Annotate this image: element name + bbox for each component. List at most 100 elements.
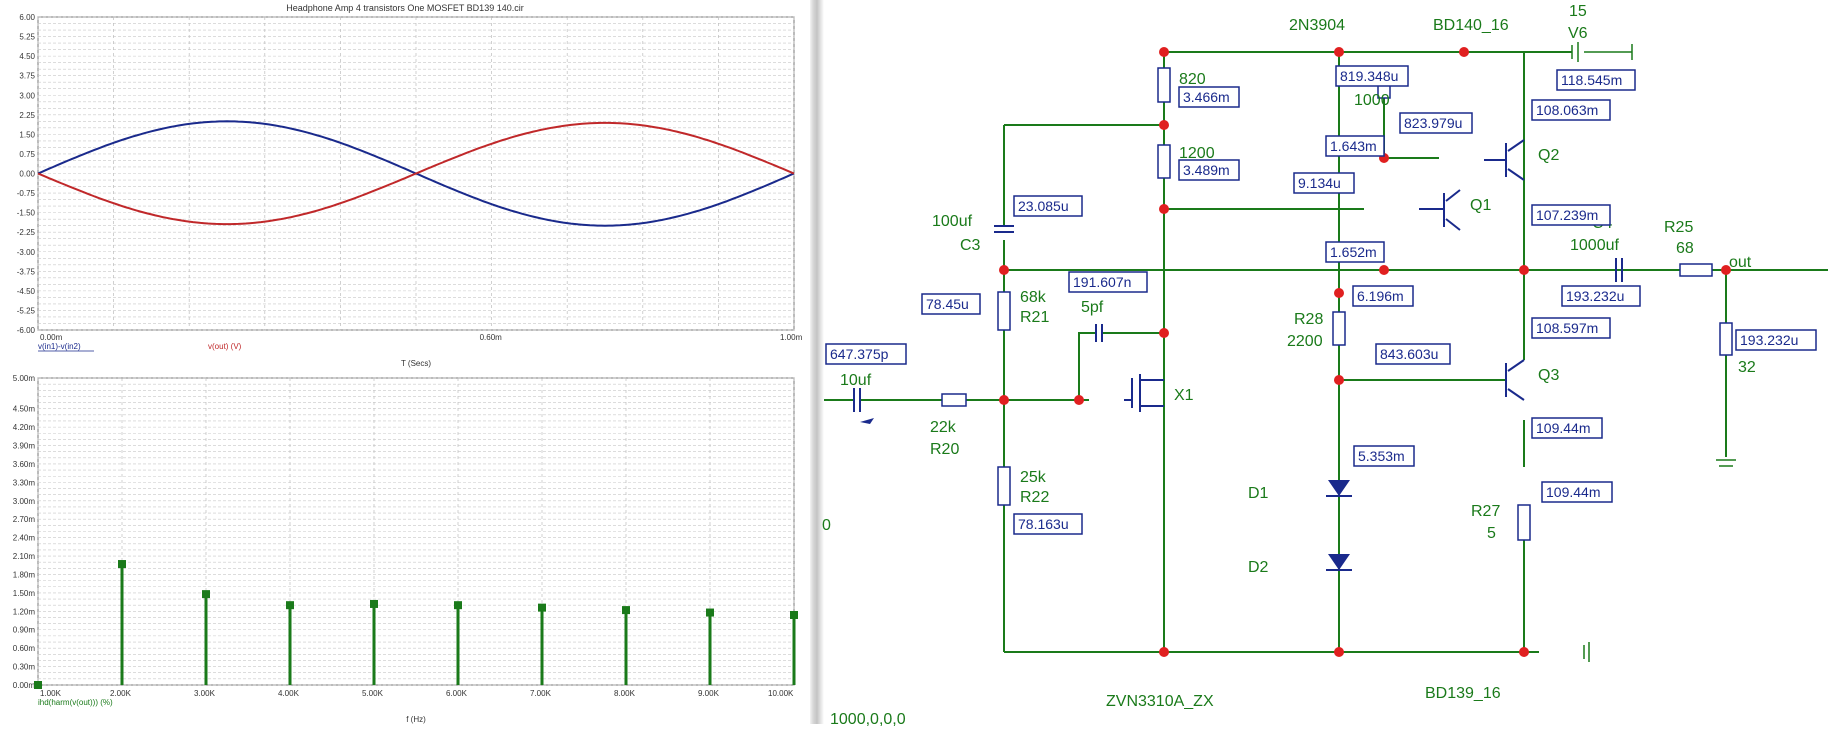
y-tick-label: 1.80m xyxy=(13,570,36,579)
x-tick-label: 0.60m xyxy=(480,333,503,342)
spectrum-marker xyxy=(370,599,378,608)
readout-q1-emitter: 1.652m xyxy=(1330,244,1377,260)
component-labels: 2N3904 BD140_16 15 V6 820 1200 1000 100u… xyxy=(822,3,1756,728)
resistor-r21 xyxy=(997,291,1011,331)
y-tick-label: 2.25 xyxy=(19,111,35,120)
label-r28-value: 2200 xyxy=(1287,333,1323,350)
ihd-spectrum-chart[interactable]: 5.00m4.50m4.20m3.90m3.60m3.30m3.00m2.70m… xyxy=(13,374,798,724)
y-tick-label: 2.10m xyxy=(13,552,36,561)
splitter[interactable] xyxy=(810,0,824,724)
x-tick-label: 4.00K xyxy=(278,689,300,698)
resistor-r28 xyxy=(1332,311,1346,346)
label-supply-name: V6 xyxy=(1568,25,1588,42)
label-supply-value: 15 xyxy=(1569,3,1587,20)
spectrum-marker xyxy=(706,608,714,617)
schematic-canvas[interactable]: 2N3904 BD140_16 15 V6 820 1200 1000 100u… xyxy=(822,0,1828,728)
readout-q1-base: 9.134u xyxy=(1298,175,1341,191)
resistor-r27 xyxy=(1517,504,1531,541)
diode-d1 xyxy=(1328,480,1350,496)
readout-r22: 78.163u xyxy=(1018,516,1069,532)
readout-r21: 78.45u xyxy=(926,296,969,312)
x-axis-label: f (Hz) xyxy=(406,715,426,724)
label-r22: R22 xyxy=(1020,489,1049,506)
diode-bars xyxy=(1326,495,1352,571)
readout-r28: 6.196m xyxy=(1357,288,1404,304)
y-tick-label: -3.75 xyxy=(17,267,36,276)
waveform-chart[interactable]: 6.005.254.503.753.002.251.500.750.00-0.7… xyxy=(17,13,803,368)
y-tick-label: 4.50m xyxy=(13,405,36,414)
x-tick-label: 9.00K xyxy=(698,689,720,698)
capacitor-5pf xyxy=(1095,324,1103,342)
label-load-value: 32 xyxy=(1738,359,1756,376)
spectrum-marker xyxy=(286,601,294,610)
y-tick-label: 0.00 xyxy=(19,170,35,179)
label-out: out xyxy=(1729,254,1752,271)
y-tick-label: 4.20m xyxy=(13,423,36,432)
y-tick-label: 1.50m xyxy=(13,589,36,598)
resistor-symbols[interactable] xyxy=(941,67,1733,541)
readout-r820: 3.466m xyxy=(1183,89,1230,105)
label-bd140: BD140_16 xyxy=(1433,17,1509,34)
label-bd139: BD139_16 xyxy=(1425,685,1501,702)
analysis-plots: Headphone Amp 4 transistors One MOSFET B… xyxy=(13,3,803,724)
y-tick-label: -2.25 xyxy=(17,228,36,237)
label-r21: R21 xyxy=(1020,309,1049,326)
y-tick-label: 3.60m xyxy=(13,460,36,469)
x-tick-label: 3.00K xyxy=(194,689,216,698)
readout-r1000: 819.348u xyxy=(1340,68,1398,84)
x-tick-label: 1.00m xyxy=(780,333,803,342)
y-tick-label: -0.75 xyxy=(17,189,36,198)
x-tick-label: 1.00K xyxy=(40,689,62,698)
transistor-q2 xyxy=(1484,139,1525,181)
spectrum-marker xyxy=(454,601,462,610)
transistor-q3 xyxy=(1505,359,1525,401)
resistor-load xyxy=(1719,322,1733,356)
y-tick-label: 0.90m xyxy=(13,626,36,635)
y-tick-label: 1.20m xyxy=(13,607,36,616)
legend-entry-0: v(in1)-v(in2) xyxy=(38,342,81,351)
y-tick-label: 5.25 xyxy=(19,33,35,42)
y-tick-label: 0.30m xyxy=(13,663,36,672)
y-tick-label: 3.30m xyxy=(13,478,36,487)
readout-supply: 118.545m xyxy=(1561,72,1622,88)
transistor-symbols[interactable] xyxy=(1124,139,1525,412)
label-d1: D1 xyxy=(1248,485,1269,502)
spectrum-marker xyxy=(202,590,210,599)
y-tick-label: 5.00m xyxy=(13,374,36,383)
resistor-r22 xyxy=(997,466,1011,506)
label-r22-value: 25k xyxy=(1020,469,1047,486)
label-r21-value: 68k xyxy=(1020,289,1047,306)
y-tick-label: -4.50 xyxy=(17,287,36,296)
capacitor-symbols[interactable] xyxy=(853,225,1623,412)
capacitor-10uf xyxy=(853,388,861,412)
label-c10uf: 10uf xyxy=(840,372,872,389)
x-tick-label: 10.00K xyxy=(768,689,794,698)
resistor-r1200 xyxy=(1157,144,1171,179)
label-bottom-left: 1000,0,0,0 xyxy=(830,711,906,728)
label-r28: R28 xyxy=(1294,311,1323,328)
capacitor-c4 xyxy=(1615,258,1623,282)
plot-title: Headphone Amp 4 transistors One MOSFET B… xyxy=(286,3,523,13)
diode-symbols[interactable] xyxy=(1328,480,1350,570)
readout-load: 193.232u xyxy=(1740,332,1798,348)
readout-q3-base: 843.603u xyxy=(1380,346,1438,362)
label-d2: D2 xyxy=(1248,559,1269,576)
capacitor-c3 xyxy=(994,225,1014,233)
resistor-r20 xyxy=(941,393,967,407)
label-r25: R25 xyxy=(1664,219,1693,236)
label-x1: X1 xyxy=(1174,387,1194,404)
legend-entry-ihd: ihd(harm(v(out))) (%) xyxy=(38,698,113,707)
y-tick-label: 0.00m xyxy=(13,681,36,690)
readout-q2-emitter: 107.239m xyxy=(1536,207,1598,223)
plot-window: Headphone Amp 4 transistors One MOSFET B… xyxy=(0,0,810,724)
x-axis-label: T (Secs) xyxy=(401,359,431,368)
label-r20-value: 22k xyxy=(930,419,957,436)
x-tick-label: 2.00K xyxy=(110,689,132,698)
label-c4-value: 1000uf xyxy=(1570,237,1619,254)
label-r1200: 1200 xyxy=(1179,145,1215,162)
y-tick-label: 1.50 xyxy=(19,130,35,139)
readout-boxes[interactable]: 3.466m 3.489m 819.348u 823.979u 1.643m 9… xyxy=(825,65,1817,535)
readout-q1-node: 1.643m xyxy=(1330,138,1377,154)
readout-r27: 109.44m xyxy=(1546,484,1600,500)
schematic-window[interactable]: 2N3904 BD140_16 15 V6 820 1200 1000 100u… xyxy=(822,0,1828,728)
